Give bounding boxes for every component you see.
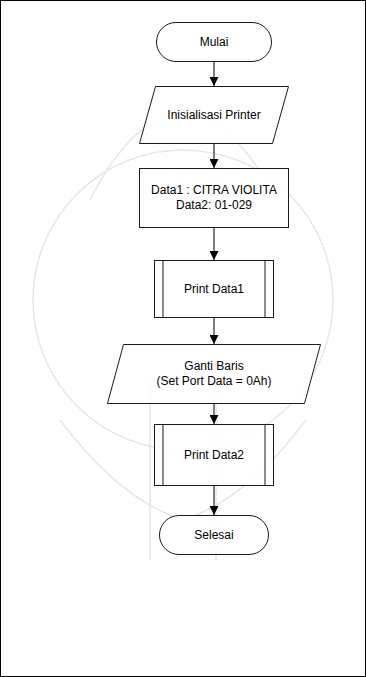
flow-arrow [214, 404, 215, 424]
predefined-process: Print Data2 [154, 424, 274, 486]
flow-arrow [214, 144, 215, 168]
rect-shape [155, 425, 274, 486]
predefined-bar [163, 261, 164, 318]
rect-shape [140, 169, 289, 228]
node-label: Ganti Baris [184, 359, 243, 374]
terminator: Mulai [156, 22, 272, 62]
io-parallelogram: Inisialisasi Printer [139, 86, 289, 144]
parallelogram-shape [108, 345, 321, 404]
node-label: Print Data1 [184, 282, 244, 297]
node-label: (Set Port Data = 0Ah) [156, 374, 271, 389]
predefined-bar [163, 425, 164, 486]
flow-arrow [214, 486, 215, 515]
process-box: Data1 : CITRA VIOLITAData2: 01-029 [139, 168, 289, 228]
node-label: Data2: 01-029 [176, 198, 252, 213]
predefined-bar [265, 425, 266, 486]
io-parallelogram: Ganti Baris(Set Port Data = 0Ah) [107, 344, 321, 404]
rect-shape [155, 261, 274, 318]
flow-arrow [214, 228, 215, 260]
node-label: Print Data2 [184, 448, 244, 463]
node-label: Mulai [200, 35, 229, 50]
terminator-shape [160, 516, 269, 555]
parallelogram-shape [140, 87, 289, 144]
watermark [33, 110, 333, 560]
terminator-shape [157, 23, 272, 62]
flow-arrow [214, 62, 215, 86]
predefined-process: Print Data1 [154, 260, 274, 318]
node-label: Selesai [194, 528, 233, 543]
node-label: Data1 : CITRA VIOLITA [151, 183, 277, 198]
terminator: Selesai [159, 515, 269, 555]
flow-arrow [214, 318, 215, 344]
node-label: Inisialisasi Printer [167, 108, 260, 123]
predefined-bar [265, 261, 266, 318]
